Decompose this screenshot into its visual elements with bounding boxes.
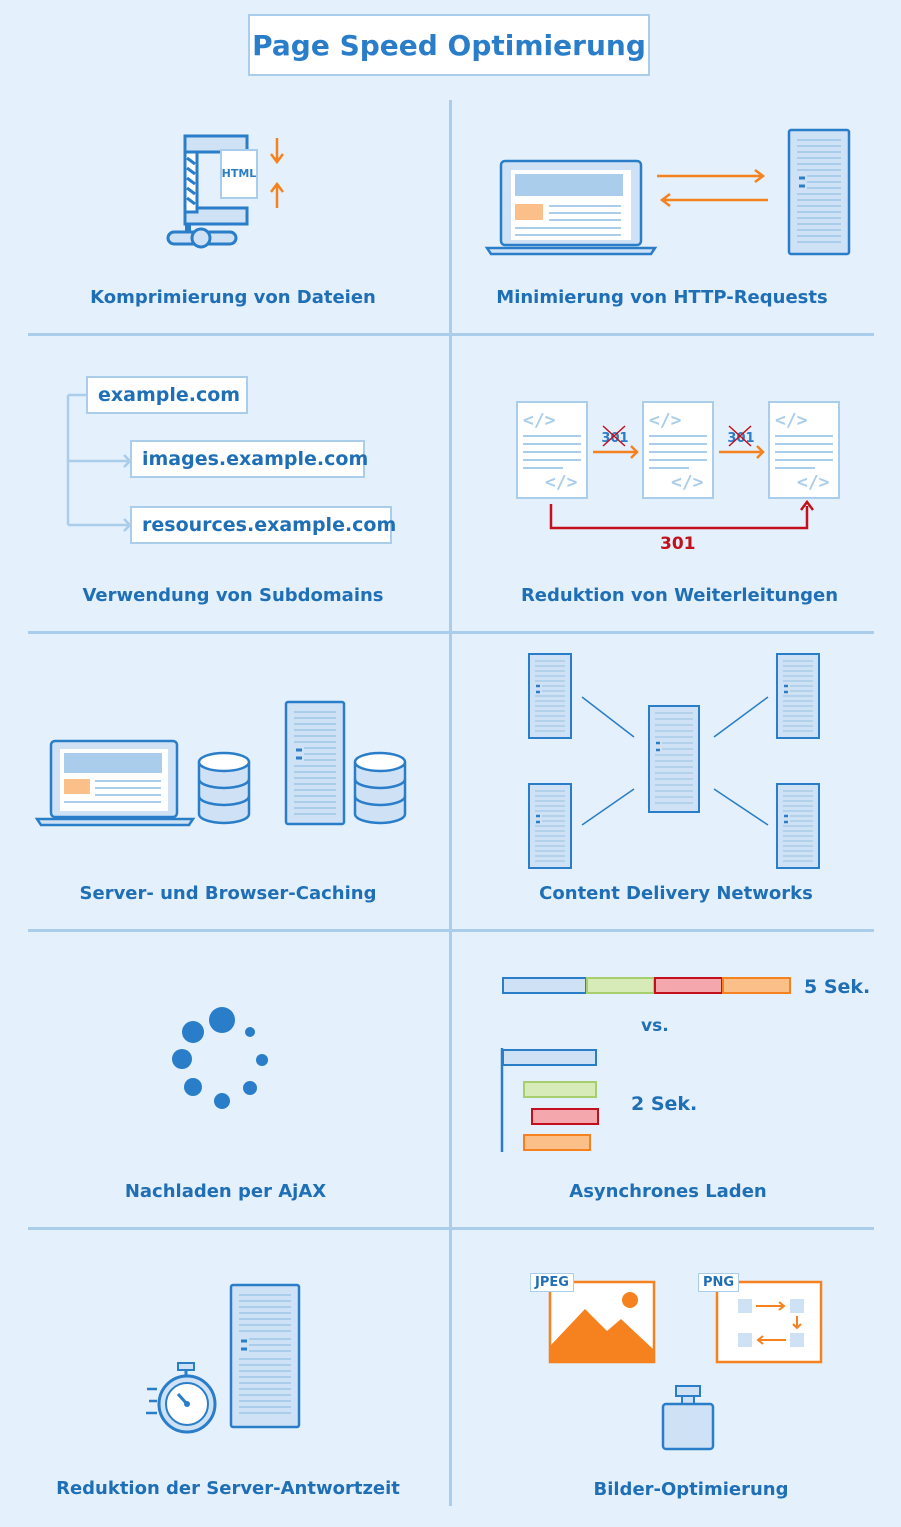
response-server-icon: [229, 1283, 301, 1429]
domain-resources: resources.example.com: [130, 506, 396, 544]
caption-cdn: Content Delivery Networks: [539, 883, 813, 904]
svg-text:</>: </>: [797, 472, 830, 493]
weight-icon: [661, 1385, 715, 1451]
column-divider: [449, 100, 452, 1506]
file-compression-icon: HTML: [166, 134, 284, 249]
redirect-diagram: </></> </></> </></> 301 301: [516, 401, 840, 530]
svg-text:</>: </>: [649, 410, 682, 431]
caption-subdomains: Verwendung von Subdomains: [82, 585, 384, 606]
svg-text:</>: </>: [775, 410, 808, 431]
stopwatch-icon: [146, 1362, 217, 1434]
svg-text:</>: </>: [545, 472, 578, 493]
jpeg-format-tag: JPEG: [530, 1273, 574, 1292]
caption-image-optimization: Bilder-Optimierung: [593, 1479, 789, 1500]
server-icon: [787, 128, 851, 256]
redirect-code-label: 301: [660, 534, 696, 554]
page-title: Page Speed Optimierung: [252, 28, 646, 62]
caption-async: Asynchrones Laden: [569, 1181, 767, 1202]
caption-redirects: Reduktion von Weiterleitungen: [520, 585, 839, 606]
html-file-label: HTML: [222, 167, 257, 180]
async-time-label: 2 Sek.: [631, 1093, 698, 1115]
caching-laptop-icon: [34, 739, 196, 827]
server-cache-database-icon: [353, 751, 407, 825]
caching-server-icon: [284, 700, 346, 826]
sync-time-label: 5 Sek.: [804, 976, 871, 998]
caption-caching: Server- und Browser-Caching: [79, 883, 377, 904]
jpeg-image-icon: [548, 1280, 656, 1364]
png-image-icon: [715, 1280, 823, 1364]
subdomain-tree-lines: [66, 393, 132, 532]
domain-example: example.com: [86, 376, 248, 414]
svg-text:</>: </>: [523, 410, 556, 431]
sync-loading-bar: [502, 977, 791, 994]
svg-text:</>: </>: [671, 472, 704, 493]
laptop-icon: [484, 159, 658, 256]
caption-ajax: Nachladen per AjAX: [124, 1181, 327, 1202]
caption-compression: Komprimierung von Dateien: [90, 287, 376, 308]
row-divider: [28, 1227, 874, 1230]
browser-cache-database-icon: [197, 751, 251, 825]
caption-http-requests: Minimierung von HTTP-Requests: [496, 287, 828, 308]
caption-server-response: Reduktion der Server-Antwortzeit: [56, 1478, 400, 1499]
domain-images: images.example.com: [130, 440, 368, 478]
row-divider: [28, 929, 874, 932]
async-loading-bars: [500, 1048, 599, 1152]
loading-spinner-icon: [172, 1007, 268, 1109]
row-divider: [28, 333, 874, 336]
versus-label: vs.: [641, 1016, 669, 1036]
cdn-network-diagram: [527, 652, 821, 870]
title-box: Page Speed Optimierung: [248, 14, 650, 76]
request-arrows: [657, 169, 768, 207]
png-format-tag: PNG: [698, 1273, 740, 1292]
row-divider: [28, 631, 874, 634]
